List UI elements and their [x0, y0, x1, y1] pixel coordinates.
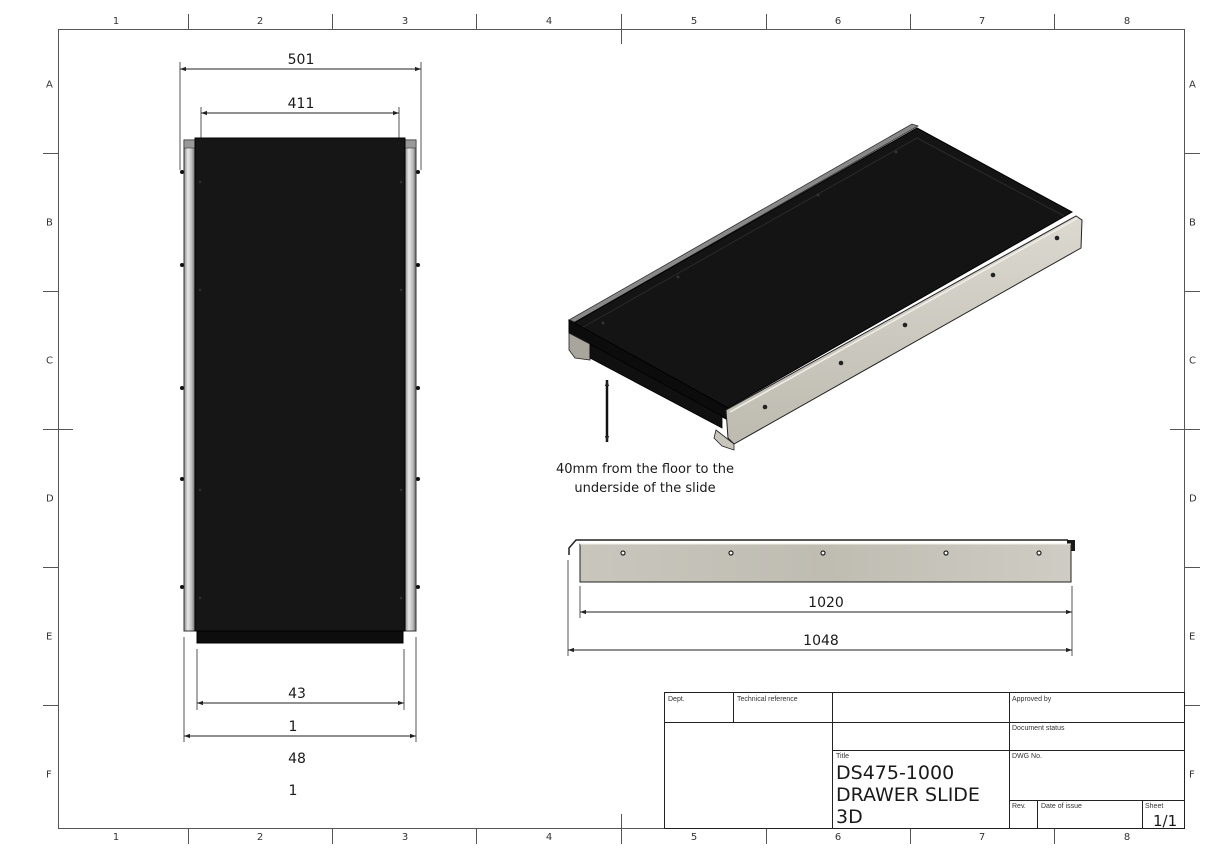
dept-label: Dept.	[668, 696, 685, 703]
zone-tick-center	[621, 14, 622, 44]
zone-col-7-bottom: 7	[978, 832, 986, 843]
zone-row-e-left: E	[46, 631, 53, 643]
zone-tick	[1185, 705, 1200, 706]
sheet-label: Sheet	[1145, 803, 1164, 810]
side-view	[567, 539, 1075, 656]
zone-col-8-top: 8	[1123, 16, 1131, 27]
zone-row-a-left: A	[46, 79, 53, 91]
zone-row-b-left: B	[46, 217, 53, 229]
zone-tick	[43, 567, 58, 568]
zone-row-e-right: E	[1189, 631, 1196, 643]
dim-bottom-inner: 43	[288, 686, 306, 702]
zone-tick	[910, 14, 911, 29]
zone-row-c-left: C	[46, 355, 53, 367]
zone-tick	[43, 291, 58, 292]
zone-tick	[1185, 291, 1200, 292]
zone-col-7-top: 7	[978, 16, 986, 27]
height-note-line-1: 40mm from the floor to the	[556, 462, 734, 477]
zone-col-4-bottom: 4	[545, 832, 553, 843]
blank-mid-cell	[832, 722, 1010, 751]
tech-ref-label: Technical reference	[737, 696, 798, 703]
top-view	[179, 62, 422, 742]
zone-col-4-top: 4	[545, 16, 553, 27]
sheet-value: 1/1	[1153, 812, 1178, 830]
dim-overall-length: 1048	[803, 633, 839, 649]
zone-row-b-right: B	[1189, 217, 1196, 229]
zone-tick	[43, 705, 58, 706]
zone-tick	[332, 829, 333, 844]
zone-row-f-right: F	[1189, 769, 1195, 781]
zone-tick	[1054, 14, 1055, 29]
zone-row-d-right: D	[1189, 493, 1197, 505]
zone-tick-center	[43, 429, 73, 430]
zone-tick	[1185, 567, 1200, 568]
dim-bottom-extra-1: 48	[288, 751, 306, 767]
zone-row-f-left: F	[46, 769, 52, 781]
zone-col-1-top: 1	[112, 16, 120, 27]
blank-top-cell	[832, 692, 1010, 723]
drawing-title-line-3: 3D	[836, 806, 863, 828]
isometric-view	[568, 123, 1083, 451]
zone-col-1-bottom: 1	[112, 832, 120, 843]
zone-tick	[766, 14, 767, 29]
height-note: 40mm from the floor to the underside of …	[555, 460, 735, 498]
zone-col-6-top: 6	[834, 16, 842, 27]
drawing-title-line-1: DS475-1000	[836, 762, 955, 784]
zone-tick	[188, 829, 189, 844]
drawing-title-line-2: DRAWER SLIDE	[836, 784, 980, 806]
rev-label: Rev.	[1012, 803, 1026, 810]
zone-tick	[43, 153, 58, 154]
title-label: Title	[836, 753, 849, 760]
zone-tick	[766, 829, 767, 844]
zone-tick	[1054, 829, 1055, 844]
dim-bottom-extra-2: 1	[288, 783, 298, 799]
zone-tick	[910, 829, 911, 844]
dim-inner-length: 1020	[808, 595, 844, 611]
sheet-cell	[1142, 800, 1185, 829]
dim-overall-width: 501	[287, 52, 315, 68]
zone-col-6-bottom: 6	[834, 832, 842, 843]
document-status-label: Document status	[1012, 725, 1065, 732]
zone-tick-center	[621, 814, 622, 844]
zone-tick-center	[1170, 429, 1200, 430]
blank-left-cell	[664, 722, 833, 829]
zone-row-c-right: C	[1189, 355, 1196, 367]
zone-row-d-left: D	[46, 493, 54, 505]
zone-col-2-bottom: 2	[256, 832, 264, 843]
zone-tick	[332, 14, 333, 29]
dim-inner-width: 411	[287, 96, 315, 112]
zone-tick	[1185, 153, 1200, 154]
zone-col-3-top: 3	[401, 16, 409, 27]
zone-tick	[476, 829, 477, 844]
zone-col-5-bottom: 5	[690, 832, 698, 843]
zone-col-3-bottom: 3	[401, 832, 409, 843]
zone-tick	[476, 14, 477, 29]
zone-col-8-bottom: 8	[1123, 832, 1131, 843]
zone-row-a-right: A	[1189, 79, 1196, 91]
approved-by-label: Approved by	[1012, 696, 1052, 703]
height-note-line-2: underside of the slide	[574, 481, 716, 496]
dim-bottom-outer: 1	[288, 719, 298, 735]
zone-col-5-top: 5	[690, 16, 698, 27]
zone-tick	[188, 14, 189, 29]
dwg-no-label: DWG No.	[1012, 753, 1042, 760]
zone-col-2-top: 2	[256, 16, 264, 27]
date-of-issue-label: Date of issue	[1041, 803, 1082, 810]
